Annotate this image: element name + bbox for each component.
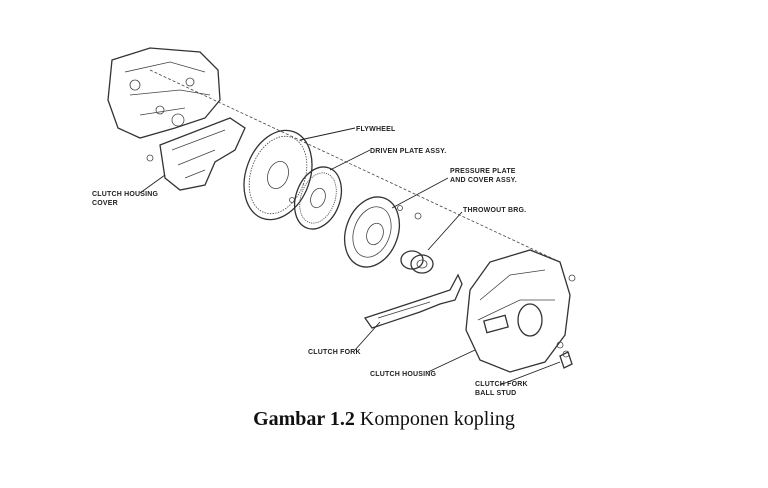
label-clutch-housing: CLUTCH HOUSING	[370, 371, 437, 378]
label-pressure-plate-line2: AND COVER ASSY.	[450, 177, 517, 184]
clutch-fork	[363, 273, 463, 329]
figure-caption: Gambar 1.2 Komponen kopling	[0, 408, 768, 431]
engine-block	[107, 47, 221, 139]
label-housing-cover-line2: COVER	[92, 200, 118, 207]
label-flywheel: FLYWHEEL	[356, 126, 396, 133]
label-ball-stud-line2: BALL STUD	[475, 390, 516, 397]
pressure-plate	[343, 196, 422, 268]
flywheel	[243, 129, 313, 221]
label-driven-plate: DRIVEN PLATE ASSY.	[370, 148, 446, 155]
caption-text: Komponen kopling	[354, 408, 515, 430]
label-throwout-bearing: THROWOUT BRG.	[463, 207, 526, 214]
clutch-housing-cover	[146, 117, 246, 191]
label-ball-stud-line1: CLUTCH FORK	[475, 381, 528, 388]
center-axis-line	[149, 69, 561, 263]
clutch-fork-ball-stud	[559, 350, 573, 369]
clutch-housing	[465, 249, 576, 373]
label-clutch-fork: CLUTCH FORK	[308, 349, 361, 356]
label-housing-cover-line1: CLUTCH HOUSING	[92, 191, 159, 198]
driven-plate	[289, 166, 343, 230]
caption-number: Gambar 1.2	[253, 408, 355, 430]
leader-lines	[139, 127, 561, 386]
throwout-bearing	[400, 250, 434, 274]
label-pressure-plate-line1: PRESSURE PLATE	[450, 168, 516, 175]
